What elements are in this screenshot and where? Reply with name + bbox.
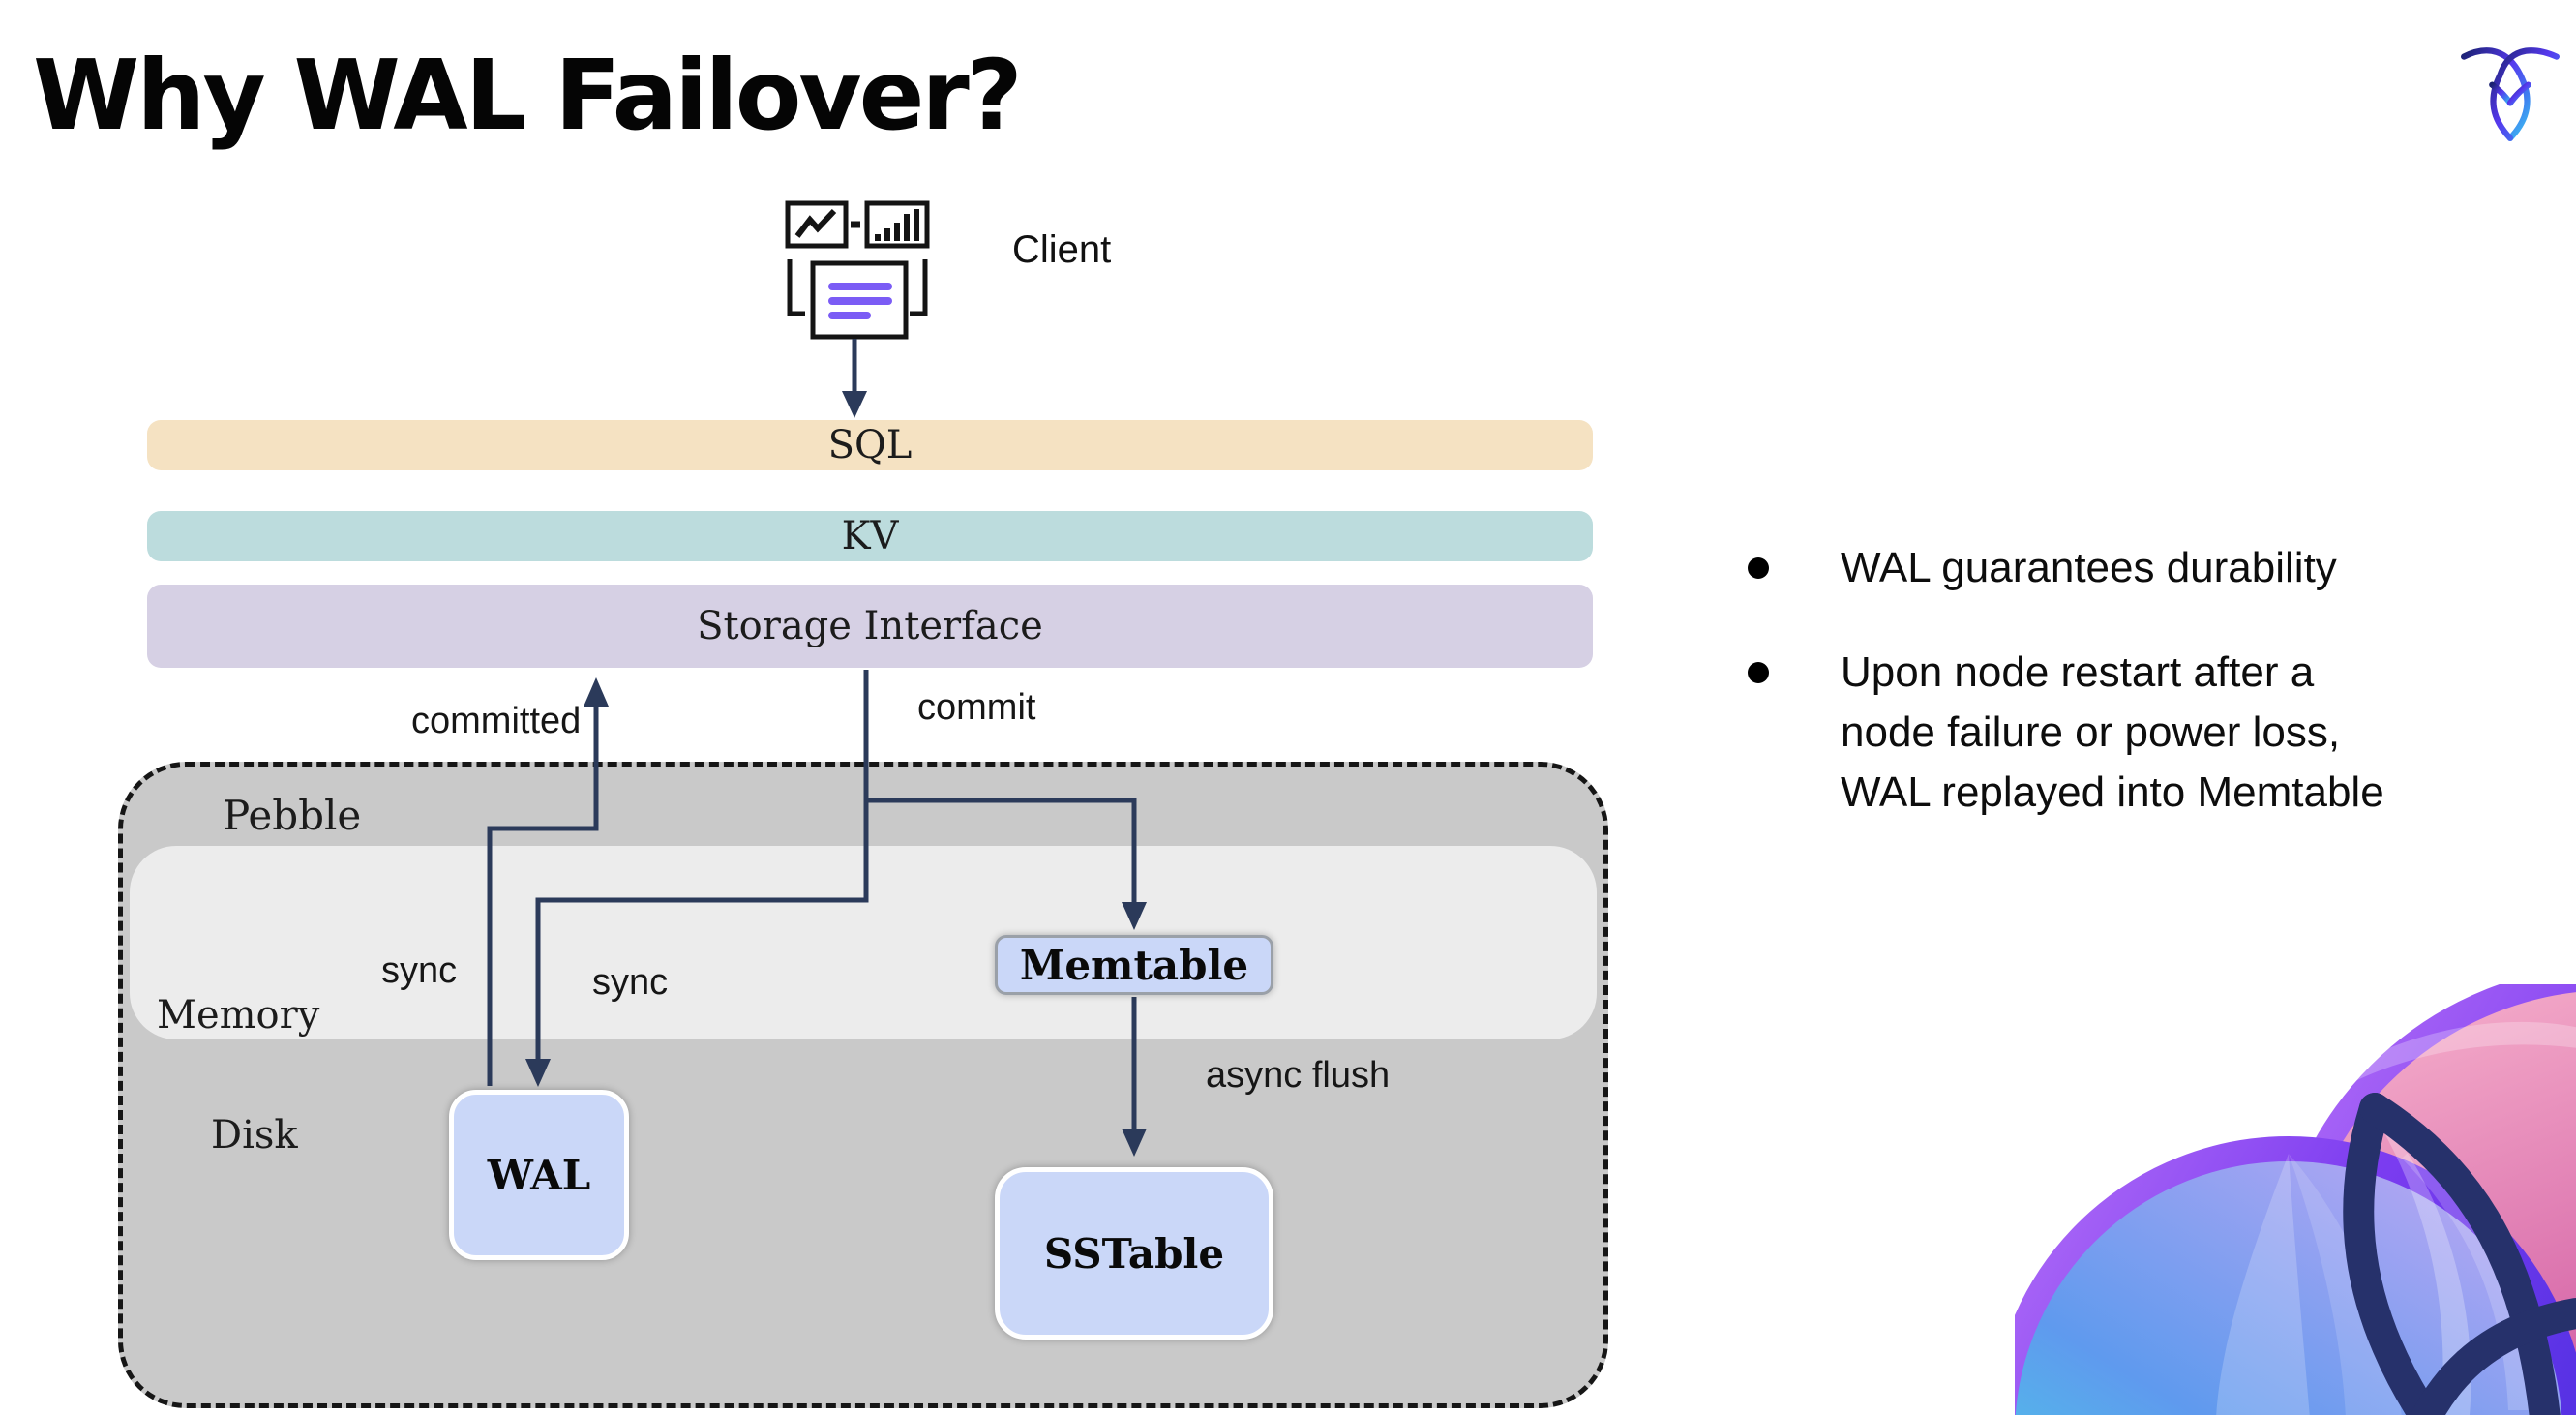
bullet-list: WAL guarantees durability Upon node rest… xyxy=(1736,538,2576,867)
pink-highlight-shape xyxy=(2355,1021,2576,1081)
layer-bar-sql: SQL xyxy=(147,420,1593,470)
bullet-line: WAL guarantees durability xyxy=(1841,544,2337,591)
cockroachdb-logo-icon xyxy=(2461,47,2560,141)
petal-shape xyxy=(2216,1154,2310,1415)
edge-label-async-flush: async flush xyxy=(1206,1055,1391,1096)
node-wal: WAL xyxy=(449,1090,629,1260)
node-memtable: Memtable xyxy=(995,935,1273,995)
layer-bar-storage-interface: Storage Interface xyxy=(147,585,1593,668)
bullet-dot xyxy=(1748,662,1769,683)
disk-label: Disk xyxy=(211,1113,298,1158)
edge-label-sync-left: sync xyxy=(381,950,458,991)
bar-chart-icon xyxy=(864,200,930,249)
petal-shape xyxy=(2382,1128,2471,1415)
node-wal-label: WAL xyxy=(487,1151,591,1199)
node-memtable-label: Memtable xyxy=(1019,941,1249,989)
line-chart-icon xyxy=(785,200,849,249)
bullet-dot xyxy=(1748,557,1769,579)
blue-circle-shape xyxy=(2015,1136,2576,1415)
client-icon xyxy=(785,200,930,340)
pebble-label: Pebble xyxy=(223,792,362,839)
bullet-line: WAL replayed into Memtable xyxy=(1841,768,2384,816)
memory-label: Memory xyxy=(157,993,320,1038)
edge-label-committed: committed xyxy=(411,701,582,741)
layer-bar-sql-label: SQL xyxy=(827,423,913,467)
memory-region xyxy=(130,846,1597,1039)
navy-leaf-shape xyxy=(2343,1093,2576,1415)
edge-label-sync-right: sync xyxy=(592,962,669,1003)
list-item: Upon node restart after a node failure o… xyxy=(1736,643,2576,823)
decorative-brand-graphic xyxy=(2015,984,2576,1415)
layer-bar-kv: KV xyxy=(147,511,1593,561)
client-label: Client xyxy=(1012,228,1112,271)
edge-label-commit: commit xyxy=(917,687,1036,728)
node-sstable-label: SSTable xyxy=(1043,1229,1225,1278)
list-item: WAL guarantees durability xyxy=(1736,538,2576,598)
bullet-line: node failure or power loss, xyxy=(1841,708,2341,756)
layer-bar-kv-label: KV xyxy=(841,514,899,558)
page-title: Why WAL Failover? xyxy=(33,39,1023,152)
bullet-line: Upon node restart after a xyxy=(1841,648,2315,696)
node-sstable: SSTable xyxy=(995,1167,1273,1340)
layer-bar-storage-label: Storage Interface xyxy=(697,604,1043,648)
